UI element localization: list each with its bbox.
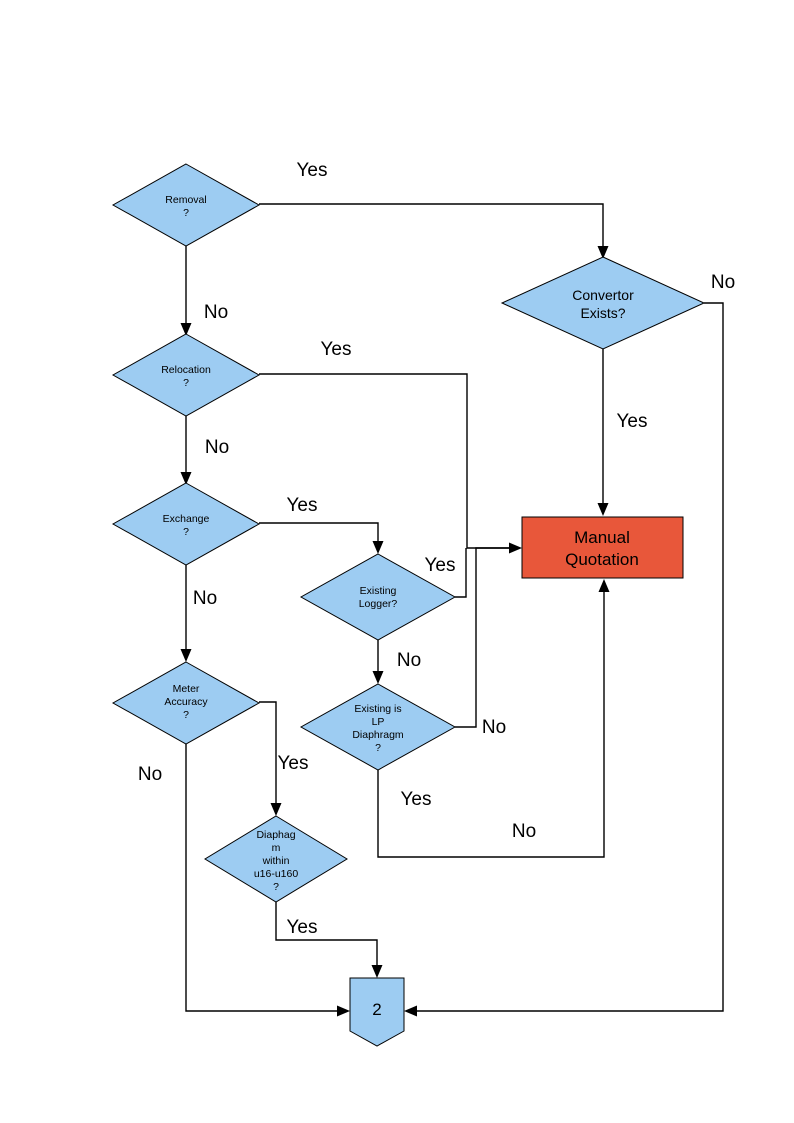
- edge-label-diaphagm-yes: Yes: [287, 917, 318, 938]
- node-diaphagm-range-line-2: within: [262, 855, 290, 867]
- edge-label-removal-yes: Yes: [297, 160, 328, 181]
- node-meter-accuracy[interactable]: Meter Accuracy ?: [111, 661, 261, 745]
- edge-removal-no: [180, 246, 192, 336]
- edge-label-meter-accuracy-yes: Yes: [278, 753, 309, 774]
- node-relocation-line-1: ?: [183, 377, 189, 389]
- edge-logger-no: [372, 640, 384, 684]
- node-relocation-line-0: Relocation: [161, 364, 211, 376]
- node-removal-line-0: Removal: [165, 194, 206, 206]
- edge-convertor-no: [404, 302, 724, 1017]
- edge-label-convertor-yes: Yes: [617, 411, 648, 432]
- edge-relocation-no: [180, 416, 192, 485]
- node-manual-quotation[interactable]: Manual Quotation: [521, 516, 684, 579]
- node-existing-lp-diaphragm-line-2: Diaphragm: [352, 729, 404, 741]
- edge-label-lp-diaphragm-no: No: [482, 717, 506, 738]
- node-exchange-line-1: ?: [183, 526, 189, 538]
- edge-logger-yes: [455, 548, 467, 598]
- edge-relocation-yes: [259, 373, 522, 554]
- node-meter-accuracy-line-2: ?: [183, 709, 189, 721]
- node-removal[interactable]: Removal ?: [111, 163, 261, 247]
- node-connector-2[interactable]: 2: [349, 977, 405, 1047]
- edge-label-meter-accuracy-no: No: [138, 764, 162, 785]
- node-diaphagm-range-line-1: m: [272, 842, 281, 854]
- edge-label-relocation-no: No: [205, 437, 229, 458]
- node-existing-logger-line-0: Existing: [360, 585, 397, 597]
- node-diaphagm-range-line-4: ?: [273, 881, 279, 893]
- node-existing-lp-diaphragm-line-0: Existing is: [354, 703, 401, 715]
- node-existing-lp-diaphragm[interactable]: Existing is LP Diaphragm ?: [299, 683, 457, 771]
- edge-label-convertor-no: No: [711, 272, 735, 293]
- node-manual-quotation-line-1: Quotation: [565, 550, 639, 569]
- edge-label-exchange-no: No: [193, 588, 217, 609]
- edge-lp-no: [455, 547, 513, 728]
- node-relocation[interactable]: Relocation ?: [111, 333, 261, 417]
- node-meter-accuracy-line-0: Meter: [173, 683, 200, 695]
- node-manual-quotation-line-0: Manual: [574, 528, 630, 547]
- edge-label-existing-logger-yes: Yes: [425, 555, 456, 576]
- node-convertor-exists-line-0: Convertor: [572, 287, 634, 303]
- edge-diaphagm-yes: [275, 902, 383, 978]
- node-diaphagm-range-line-3: u16-u160: [254, 868, 299, 880]
- edge-label-removal-no: No: [204, 302, 228, 323]
- node-existing-logger[interactable]: Existing Logger?: [299, 553, 457, 641]
- edge-accuracy-no: [185, 744, 350, 1017]
- edge-removal-yes: [259, 203, 609, 259]
- edge-exchange-no: [180, 565, 192, 662]
- node-convertor-exists[interactable]: Convertor Exists?: [500, 256, 706, 350]
- edge-label-existing-logger-no: No: [397, 650, 421, 671]
- edge-lp-yes: [377, 579, 610, 858]
- edge-accuracy-yes: [259, 701, 282, 816]
- node-diaphagm-range[interactable]: Diaphag m within u16-u160 ?: [204, 815, 348, 903]
- edge-convertor-yes: [597, 349, 609, 516]
- node-removal-line-1: ?: [183, 207, 189, 219]
- node-existing-logger-line-1: Logger?: [359, 598, 398, 610]
- node-existing-lp-diaphragm-line-1: LP: [372, 716, 385, 728]
- edge-exchange-yes: [259, 522, 384, 554]
- node-exchange-line-0: Exchange: [163, 513, 210, 525]
- node-exchange[interactable]: Exchange ?: [111, 482, 261, 566]
- edge-label-convertor-no-return: No: [512, 821, 536, 842]
- node-existing-lp-diaphragm-line-3: ?: [375, 742, 381, 754]
- edge-label-lp-diaphragm-yes: Yes: [401, 789, 432, 810]
- node-meter-accuracy-line-1: Accuracy: [164, 696, 208, 708]
- node-connector-2-label: 2: [372, 1000, 381, 1019]
- edge-label-relocation-yes: Yes: [321, 339, 352, 360]
- node-convertor-exists-line-1: Exists?: [580, 305, 625, 321]
- node-diaphagm-range-line-0: Diaphag: [256, 829, 295, 841]
- edge-label-exchange-yes: Yes: [287, 495, 318, 516]
